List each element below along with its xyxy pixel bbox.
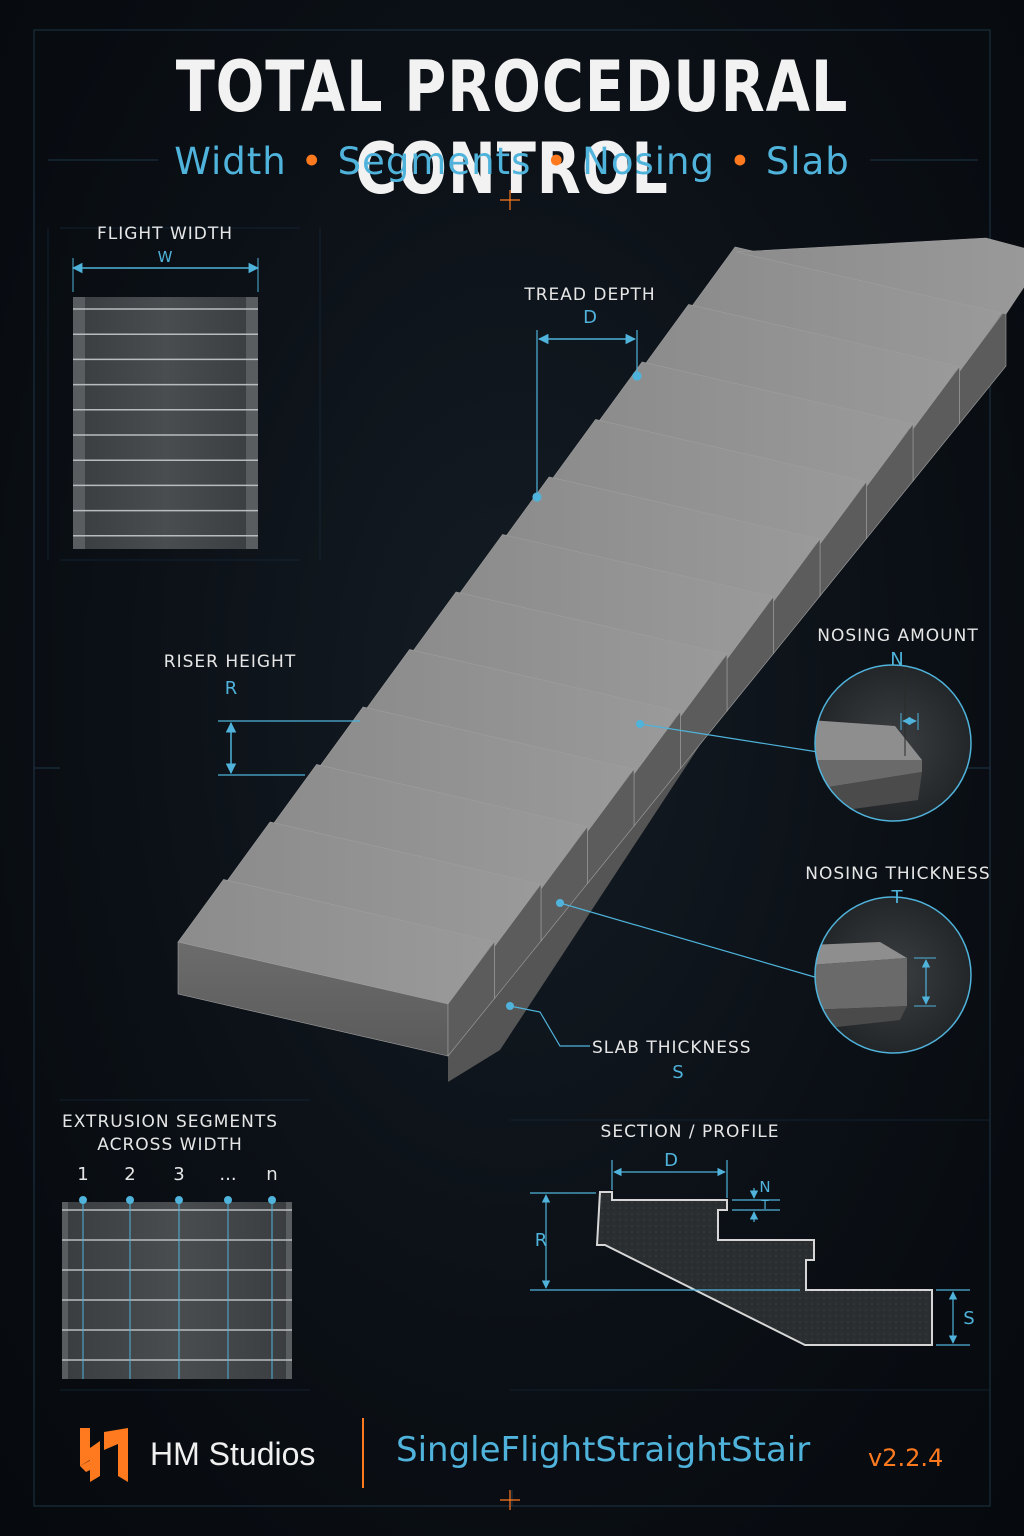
nosing-thickness-label: NOSING THICKNESS — [805, 864, 991, 884]
subtitle-separator: • — [728, 140, 752, 183]
brand-name: HM Studios — [150, 1436, 316, 1472]
riser-height-dimension — [218, 720, 360, 776]
tread-depth-symbol: D — [583, 307, 597, 328]
section-r-symbol: R — [534, 1230, 548, 1251]
segment-point — [126, 1196, 134, 1204]
section-profile-label: SECTION / PROFILE — [600, 1122, 780, 1142]
segment-tick-label: 2 — [124, 1164, 136, 1185]
riser-height-label: RISER HEIGHT — [163, 652, 297, 672]
nosing-amount-symbol: N — [890, 649, 904, 670]
riser-height-symbol: R — [224, 678, 238, 699]
segment-point — [79, 1196, 87, 1204]
nosing-amount-detail — [814, 664, 972, 822]
nosing-amount-label: NOSING AMOUNT — [817, 626, 979, 646]
section-n-symbol: N — [759, 1178, 771, 1196]
nosing-thickness-detail — [814, 896, 972, 1054]
stair-landing — [735, 237, 1024, 315]
subtitle-separator: • — [300, 140, 324, 183]
section-t-symbol: T — [761, 1198, 769, 1212]
section-profile — [530, 1160, 970, 1346]
segment-tick-label: 3 — [173, 1164, 185, 1185]
extrusion-segments-label-2: ACROSS WIDTH — [97, 1135, 243, 1155]
extrusion-segments-label: EXTRUSION SEGMENTS — [61, 1112, 279, 1132]
tread-depth-label: TREAD DEPTH — [524, 285, 656, 305]
stair-side-piece — [447, 940, 495, 1057]
tread-depth-dimension — [532, 330, 642, 502]
segment-point — [175, 1196, 183, 1204]
flight-width-label: FLIGHT WIDTH — [96, 224, 234, 244]
footer-divider — [362, 1418, 364, 1488]
crosshair-marks — [500, 190, 520, 1510]
segment-point — [268, 1196, 276, 1204]
product-version: v2.2.4 — [868, 1444, 944, 1472]
subtitle-width: Width — [174, 140, 287, 183]
segment-tick-label: n — [266, 1164, 278, 1185]
flight-width-plan — [71, 258, 260, 549]
subtitle-separator: • — [545, 140, 569, 183]
subtitle-nosing: Nosing — [582, 140, 715, 183]
callout-leaders — [509, 723, 819, 1047]
flight-width-symbol: W — [157, 248, 173, 266]
subtitle-slab: Slab — [765, 140, 850, 183]
stair-3d-model — [177, 237, 1024, 1082]
hm-logo-icon — [80, 1428, 128, 1482]
blueprint-frame — [33, 29, 991, 1507]
nosing-thickness-symbol: T — [891, 887, 903, 908]
extrusion-segments-plan — [62, 1196, 292, 1379]
product-name: SingleFlightStraightStair — [396, 1430, 811, 1470]
slab-thickness-symbol: S — [672, 1062, 684, 1083]
subtitle-features: Width • Segments • Nosing • Slab — [0, 140, 1024, 183]
page-title: TOTAL PROCEDURAL CONTROL — [175, 46, 849, 210]
segment-tick-label: 1 — [77, 1164, 89, 1185]
section-s-symbol: S — [963, 1308, 975, 1329]
slab-thickness-label: SLAB THICKNESS — [592, 1038, 752, 1058]
subtitle-segments: Segments — [337, 140, 532, 183]
segment-point — [224, 1196, 232, 1204]
section-d-symbol: D — [664, 1150, 678, 1171]
segment-tick-label: ... — [219, 1164, 237, 1185]
